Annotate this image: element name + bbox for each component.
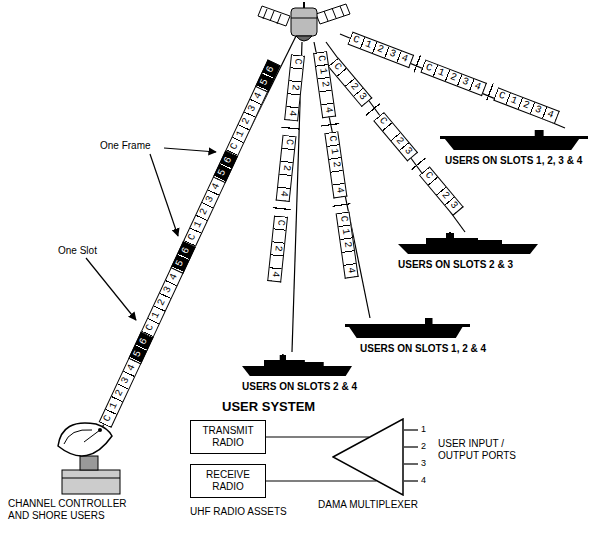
slot-cells: C1234 (225, 86, 268, 156)
slot-cells: C 2 4 (267, 215, 288, 282)
multiplexer-triangle: DAMA MULTIPLEXER (332, 418, 404, 496)
slot-cells: C 23 (419, 166, 464, 216)
radio-box: RECEIVE RADIO (190, 464, 266, 498)
connector (266, 436, 369, 437)
slot-cells: C1234 (141, 267, 184, 337)
text-label: One Frame (100, 140, 151, 152)
slot-cells: C1234 (99, 358, 142, 428)
port-number: 2 (421, 441, 426, 452)
slot-cells: C 23 (328, 58, 373, 108)
slot-cells: C 2 4 (276, 135, 297, 202)
slot-cells: 56 (171, 241, 196, 273)
slot-cells: C1234 (420, 59, 487, 96)
user-label: USERS ON SLOTS 1, 2, 3 & 4 (445, 155, 582, 167)
user-label: USERS ON SLOTS 1, 2 & 4 (360, 343, 486, 355)
slot-cells: 56 (129, 331, 154, 363)
satellite (258, 2, 350, 41)
text-label: USER SYSTEM (222, 399, 315, 414)
slot-cells: C1234 (493, 87, 560, 124)
text-label: One Slot (58, 245, 97, 257)
text-label: UHF RADIO ASSETS (190, 506, 287, 518)
slot-cells: 56 (213, 150, 238, 182)
node-text: TRANSMIT RADIO (195, 425, 261, 450)
connector (266, 480, 376, 481)
slot-cells: C12 4 (324, 131, 347, 198)
user-label: USERS ON SLOTS 2 & 3 (398, 259, 513, 271)
port-number: 3 (421, 458, 426, 469)
ships (242, 127, 588, 376)
radio-box: TRANSMIT RADIO (190, 420, 266, 454)
slot-cells: C1234 (347, 31, 414, 68)
triangle-outline (332, 418, 404, 496)
slot-cells: C 2 4 (284, 54, 305, 121)
user-label: USERS ON SLOTS 2 & 4 (242, 381, 357, 393)
slot-strip: C 2 4 C 2 4 C 2 4 (267, 54, 305, 282)
node-text: RECEIVE RADIO (195, 469, 261, 494)
ground-antenna (58, 423, 120, 494)
port-number: 4 (421, 475, 426, 486)
text-label: CHANNEL CONTROLLER AND SHORE USERS (8, 498, 138, 522)
slot-cells: C1234 (183, 176, 226, 246)
port-lines (404, 430, 418, 481)
text-label: USER INPUT / OUTPUT PORTS (438, 438, 516, 462)
port-number: 1 (421, 424, 426, 435)
node-text: DAMA MULTIPLEXER (318, 499, 418, 512)
slot-cells: C 23 (373, 112, 418, 162)
triangle-shape (333, 419, 403, 495)
